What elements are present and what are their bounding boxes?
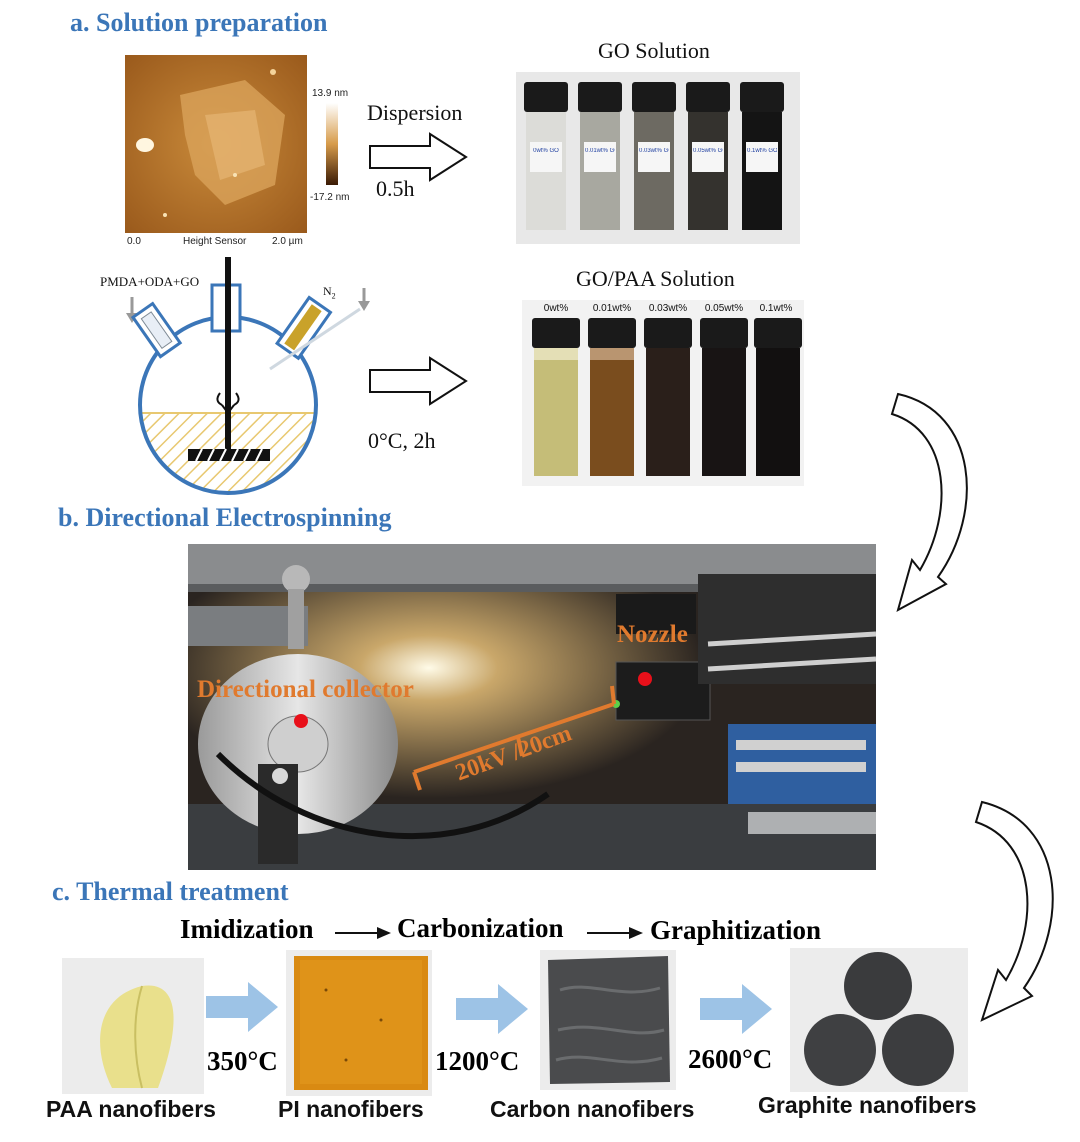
temperature-1: 350°C: [207, 1046, 278, 1076]
dispersion-arrow: [368, 132, 470, 182]
step-arrow-2: [587, 926, 643, 940]
paa-vial-label-3: 0.03wt%: [648, 303, 688, 314]
go-vial-label-2: 0.01wt% GO: [585, 148, 615, 154]
paa-nanofibers-photo: [62, 958, 204, 1094]
product-label-graphite: Graphite nanofibers: [758, 1092, 977, 1118]
carbon-nanofibers-photo: [540, 950, 676, 1090]
collector-label: Directional collector: [197, 676, 414, 703]
flow-arrow-1: [206, 982, 278, 1032]
afm-color-scale: [326, 103, 338, 185]
temperature-3: 2600°C: [688, 1044, 773, 1074]
flow-arrow-3: [700, 984, 772, 1034]
paa-vial-label-4: 0.05wt%: [704, 303, 744, 314]
process-step-3: Graphitization: [650, 915, 822, 945]
go-vial-label-1: 0wt% GO: [533, 148, 559, 154]
product-label-paa: PAA nanofibers: [46, 1096, 216, 1122]
nozzle-label: Nozzle: [617, 621, 688, 648]
curved-flow-arrow-a-to-b: [888, 392, 988, 622]
paa-vial-label-5: 0.1wt%: [759, 303, 793, 314]
paa-vial-label-2: 0.01wt%: [592, 303, 632, 314]
process-step-1: Imidization: [180, 914, 314, 944]
flow-arrow-2: [456, 984, 528, 1034]
temperature-2: 1200°C: [435, 1046, 520, 1076]
go-vial-label-4: 0.05wt% GO: [693, 148, 723, 154]
afm-image: [125, 55, 307, 233]
dispersion-label: Dispersion: [367, 100, 463, 125]
reaction-arrow: [368, 356, 470, 406]
paa-vial-label-1: 0wt%: [543, 303, 569, 314]
electrospinning-photo: [188, 544, 876, 870]
step-arrow-1: [335, 926, 391, 940]
go-paa-solution-title: GO/PAA Solution: [576, 266, 735, 291]
section-a-title: a. Solution preparation: [70, 8, 328, 37]
section-c-title: c. Thermal treatment: [52, 877, 289, 906]
pi-nanofibers-photo: [286, 950, 432, 1096]
product-label-carbon: Carbon nanofibers: [490, 1096, 695, 1122]
reaction-conditions: 0°C, 2h: [368, 428, 436, 453]
reaction-flask-diagram: [110, 255, 370, 505]
dispersion-time: 0.5h: [376, 176, 415, 201]
go-solution-title: GO Solution: [598, 38, 710, 63]
afm-scale-max: 13.9 nm: [312, 88, 349, 99]
go-vial-label-5: 0.1wt% GO: [747, 148, 777, 154]
afm-axis-end: 2.0 µm: [272, 236, 303, 247]
reagents-label: PMDA+ODA+GO: [100, 274, 200, 289]
gas-label: N2: [323, 284, 336, 301]
go-vial-label-3: 0.03wt% GO: [639, 148, 669, 154]
afm-axis-label: Height Sensor: [183, 236, 247, 247]
go-solution-photo: [516, 72, 800, 244]
graphite-nanofibers-photo: [790, 948, 968, 1092]
curved-flow-arrow-b-to-c: [972, 800, 1076, 1030]
afm-scale-min: -17.2 nm: [310, 192, 350, 203]
process-step-2: Carbonization: [397, 913, 564, 943]
go-paa-solution-photo: [522, 300, 804, 486]
product-label-pi: PI nanofibers: [278, 1096, 424, 1122]
section-b-title: b. Directional Electrospinning: [58, 503, 392, 532]
afm-axis-start: 0.0: [127, 236, 141, 247]
